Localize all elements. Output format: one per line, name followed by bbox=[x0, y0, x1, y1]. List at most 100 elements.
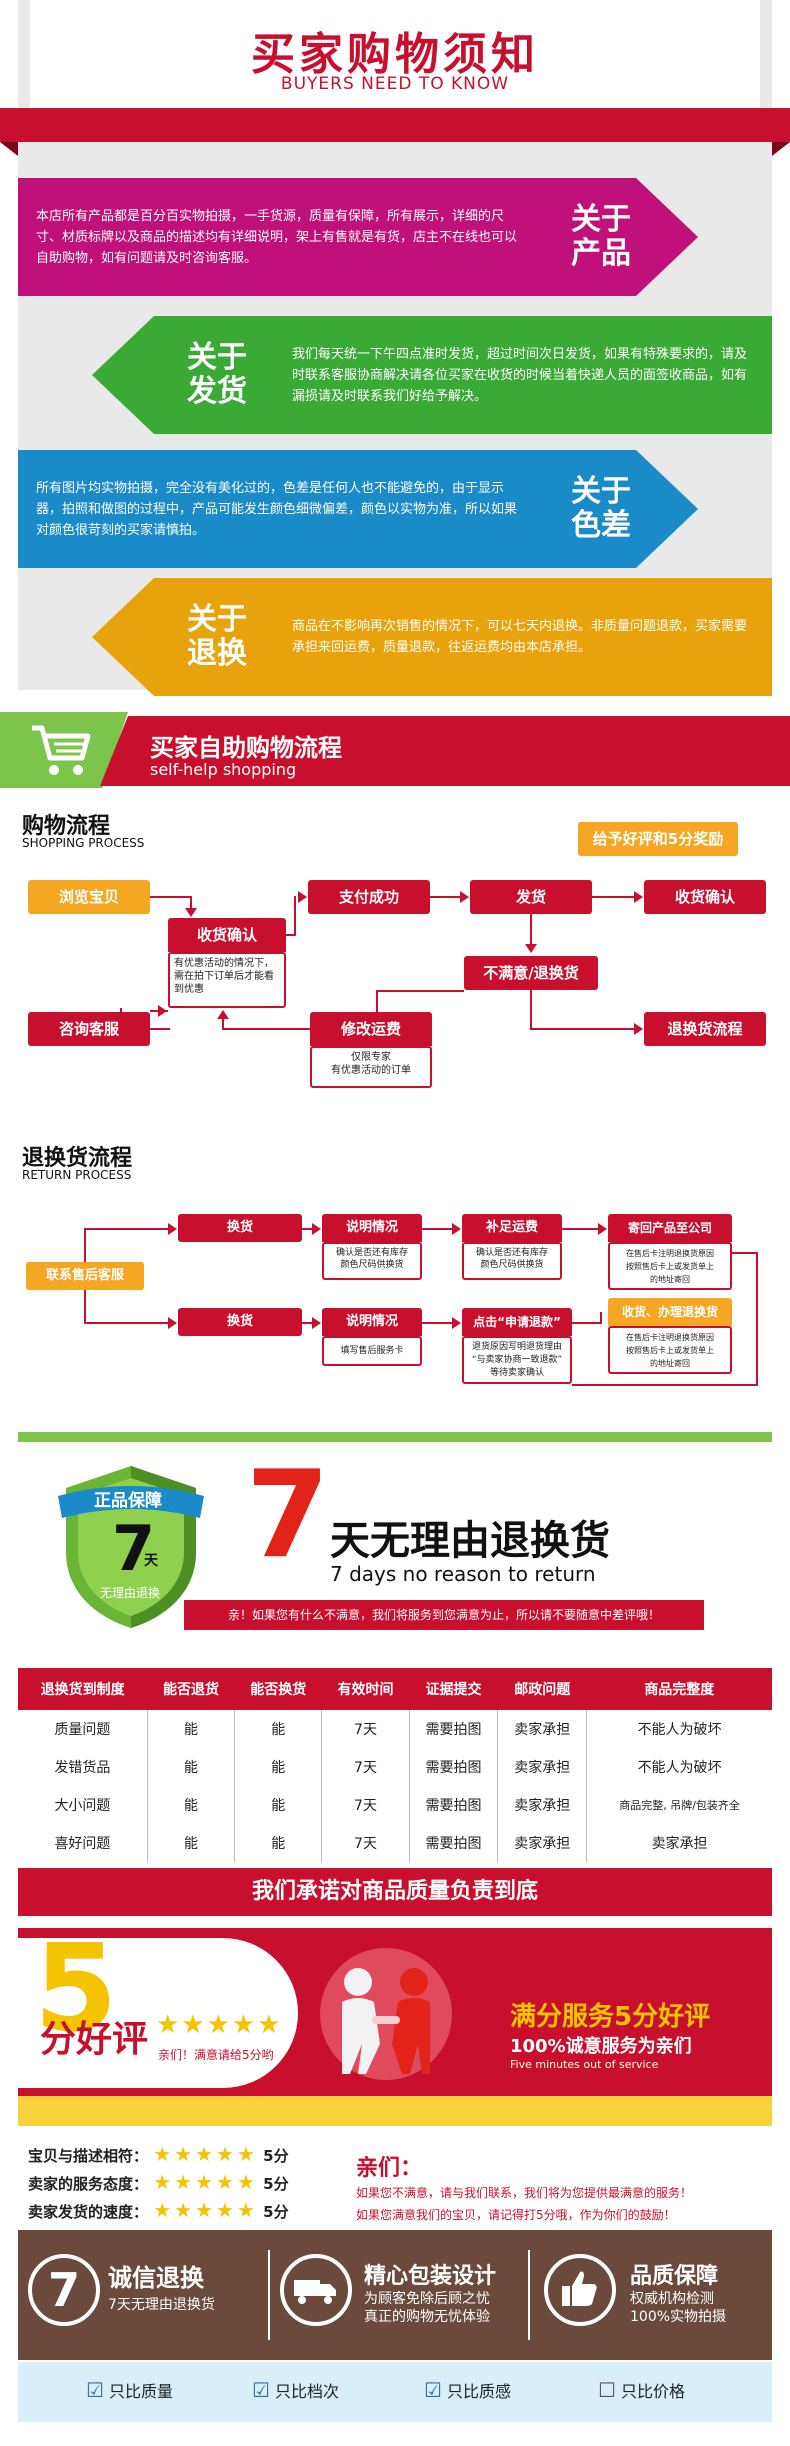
table-header: 证据提交 bbox=[409, 1668, 498, 1710]
ret-apply: 点击“申请退款” bbox=[462, 1308, 572, 1336]
truck-icon bbox=[280, 2254, 352, 2326]
rating-small-text: 亲们！满意请给5分哟 bbox=[158, 2048, 274, 2062]
comparison-bar bbox=[18, 2362, 772, 2422]
feature-title: 诚信退换 bbox=[108, 2264, 204, 2292]
arrow-line bbox=[120, 1008, 122, 1012]
returns-subtitle: RETURN PROCESS bbox=[22, 1168, 132, 1182]
table-cell: 需要拍图 bbox=[408, 1748, 498, 1786]
rating-line-stars: ★★★★★ bbox=[153, 2198, 258, 2222]
returns-title: 退换货流程 bbox=[22, 1146, 133, 1171]
flow-return: 退换货流程 bbox=[644, 1012, 766, 1046]
policy-table: 退换货到制度 能否退货 能否换货 有效时间 证据提交 邮政问题 商品完整度 质量… bbox=[18, 1668, 772, 1862]
arrow-head bbox=[168, 1317, 177, 1329]
banner-color: 所有图片均实物拍摄，完全没有美化过的，色差是任何人也不能避免的，由于显示器，拍照… bbox=[18, 450, 698, 568]
rating-line: 宝贝与描述相符： ★★★★★ 5分 bbox=[28, 2142, 289, 2166]
ret-explain1-note: 确认是否还有库存 颜色尺码供换货 bbox=[322, 1242, 422, 1280]
arrow-line bbox=[84, 1290, 86, 1322]
rating-line-label: 卖家发货的速度： bbox=[28, 2203, 149, 2221]
table-cell: 7天 bbox=[321, 1710, 410, 1748]
arrow-line bbox=[376, 990, 378, 1012]
table-cell: 不能人为破坏 bbox=[586, 1710, 772, 1748]
shield-sub: 无理由退换 bbox=[100, 1586, 161, 1600]
table-header: 邮政问题 bbox=[497, 1668, 587, 1710]
feature-7-icon: 7 bbox=[28, 2254, 100, 2326]
rating-slogan: 满分服务5分好评 bbox=[510, 2002, 711, 2032]
arrow-head bbox=[168, 1223, 177, 1235]
table-cell: 能 bbox=[146, 1710, 235, 1748]
flow-consult: 咨询客服 bbox=[28, 1012, 150, 1046]
arrow-head bbox=[185, 908, 197, 917]
arrow-line bbox=[422, 1228, 454, 1230]
feature-7-number: 7 bbox=[47, 2263, 80, 2317]
check-label: 只比质感 bbox=[447, 2382, 512, 2401]
arrow-line bbox=[294, 896, 296, 936]
ret-freight-note: 确认是否还有库存 颜色尺码供换货 bbox=[462, 1242, 562, 1280]
ret-contact: 联系售后客服 bbox=[26, 1262, 144, 1290]
seven-day-title: 天无理由退换货 bbox=[330, 1518, 610, 1564]
uncheck-icon: ☐ bbox=[598, 2378, 616, 2402]
selfhelp-title: 买家自助购物流程 bbox=[150, 734, 342, 762]
banner-product: 本店所有产品都是百分百实物拍摄，一手货源，质量有保障，所有展示，详细的尺寸、材质… bbox=[18, 178, 698, 296]
shield-badge bbox=[56, 1462, 206, 1632]
quality-commitment: 我们承诺对商品质量负责到底 bbox=[18, 1868, 772, 1916]
check-item: ☐ 只比价格 bbox=[598, 2378, 685, 2402]
check-label: 只比档次 bbox=[275, 2382, 340, 2401]
reward-box: 给予好评和5分奖励 bbox=[578, 822, 738, 856]
table-cell: 喜好问题 bbox=[54, 1836, 111, 1852]
rating-dear: 亲们： bbox=[356, 2156, 423, 2181]
feature-strip bbox=[18, 2230, 772, 2360]
table-cell: 卖家承担 bbox=[497, 1748, 587, 1786]
banner-color-text: 所有图片均实物拍摄，完全没有美化过的，色差是任何人也不能避免的，由于显示器，拍照… bbox=[36, 480, 518, 538]
rating-white-panel bbox=[18, 1938, 298, 2088]
arrow-line bbox=[302, 1228, 314, 1230]
check-item: ☑ 只比质感 bbox=[424, 2378, 511, 2402]
rating-message-1: 如果您不满意，请与我们联系，我们将为您提供最满意的服务！ bbox=[356, 2186, 693, 2200]
feature-divider bbox=[528, 2250, 530, 2340]
flow-receive: 收货确认 bbox=[644, 880, 766, 914]
ret-exchange: 换货 bbox=[178, 1214, 302, 1242]
table-cell: 7天 bbox=[321, 1786, 410, 1824]
shield-number: 7 bbox=[112, 1512, 156, 1585]
table-cell: 能 bbox=[234, 1786, 322, 1824]
arrow-head bbox=[158, 1005, 167, 1017]
selfhelp-subtitle: self-help shopping bbox=[150, 760, 297, 779]
banner-shipping: 关于 发货 我们每天统一下午四点准时发货，超过时间次日发货，如果有特殊要求的，请… bbox=[92, 316, 772, 434]
arrow-line bbox=[150, 1028, 170, 1030]
rating-line: 卖家的服务态度： ★★★★★ 5分 bbox=[28, 2170, 289, 2194]
table-header: 有效时间 bbox=[321, 1668, 410, 1710]
arrow-head bbox=[452, 1317, 461, 1329]
cart-icon bbox=[28, 720, 94, 784]
table-cell: 质量问题 bbox=[54, 1722, 111, 1738]
arrow-line bbox=[592, 896, 634, 898]
flow-collect: 收货确认 bbox=[168, 918, 286, 952]
table-cell: 发错货品 bbox=[54, 1760, 111, 1776]
check-icon: ☑ bbox=[424, 2378, 442, 2402]
arrow-line bbox=[732, 1252, 756, 1254]
table-cell: 商品完整, 吊牌/包装齐全 bbox=[586, 1786, 772, 1824]
ret-explain2: 说明情况 bbox=[322, 1308, 422, 1336]
table-cell: 需要拍图 bbox=[408, 1824, 498, 1862]
banner-return-text: 商品在不影响再次销售的情况下，可以七天内退换。非质量问题退款，买家需要承担来回运… bbox=[292, 619, 748, 655]
rating-line-label: 宝贝与描述相符： bbox=[28, 2147, 149, 2165]
ret-send: 寄回产品至公司 bbox=[608, 1214, 732, 1242]
table-cell: 需要拍图 bbox=[408, 1786, 498, 1824]
notice-subtitle: BUYERS NEED TO KNOW bbox=[280, 74, 510, 94]
arrow-line bbox=[302, 1322, 314, 1324]
banner-shipping-text: 我们每天统一下午四点准时发货，超过时间次日发货，如果有特殊要求的，请及时联系客服… bbox=[292, 346, 748, 404]
check-icon: ☑ bbox=[252, 2378, 270, 2402]
feature-sub: 为顾客免除后顾之忧 真正的购物无忧体验 bbox=[364, 2291, 490, 2325]
selfhelp-banner bbox=[100, 716, 790, 786]
arrow-line bbox=[376, 990, 464, 992]
shopping-subtitle: SHOPPING PROCESS bbox=[22, 836, 145, 850]
arrow-head bbox=[634, 891, 643, 903]
table-header: 商品完整度 bbox=[586, 1668, 772, 1710]
banner-shipping-head: 关于 发货 bbox=[187, 340, 247, 409]
banner-return-head: 关于 退换 bbox=[187, 602, 247, 671]
arrow-head bbox=[634, 1023, 643, 1035]
ret-explain2-note: 填写售后服务卡 bbox=[322, 1336, 422, 1366]
ret-send-note: 在售后卡注明退换货原因 按照售后卡上或发货单上 的地址寄回 bbox=[608, 1242, 732, 1290]
arrow-line bbox=[530, 1028, 634, 1030]
arrow-head bbox=[312, 1223, 321, 1235]
